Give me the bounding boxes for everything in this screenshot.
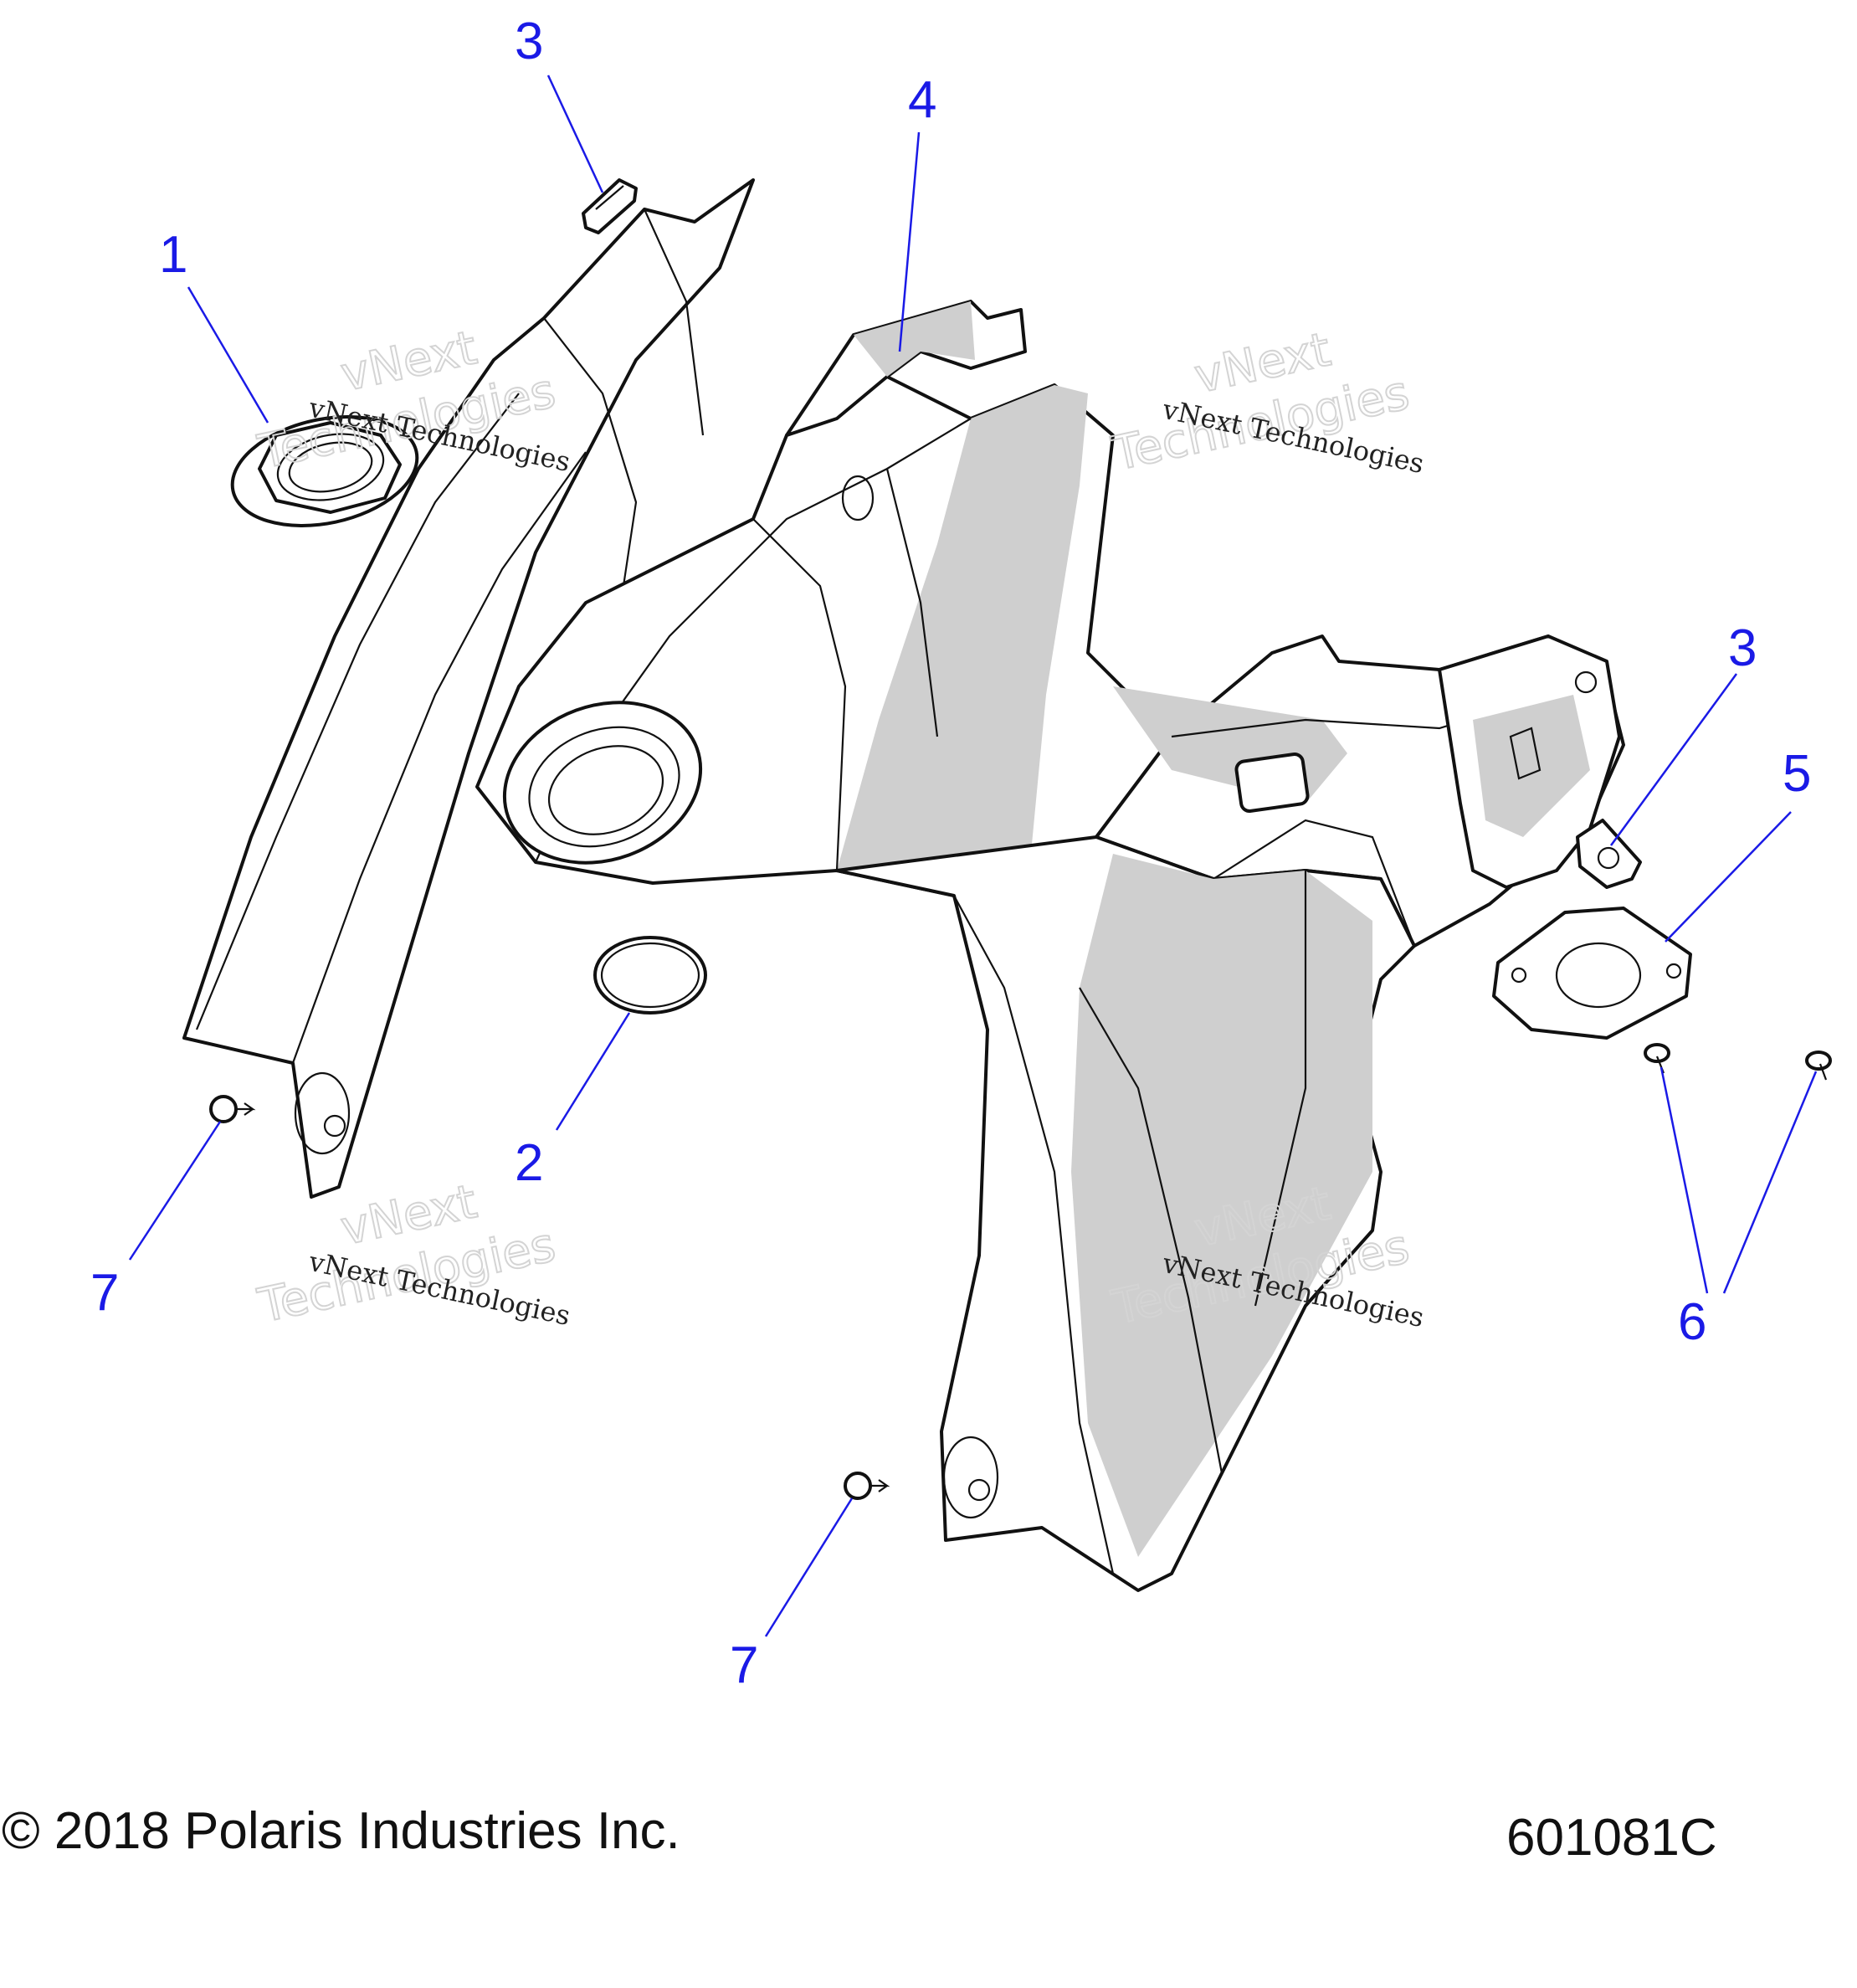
callout-2: 2 (515, 1134, 543, 1192)
part-7-rivet-left (209, 1095, 256, 1123)
part-3-clip-top (582, 178, 638, 234)
part-3-clip-right (1576, 819, 1642, 889)
watermark-top-right: vNext Technologies vNext Technologies (1106, 321, 1427, 482)
part-6-screw-b (1805, 1051, 1832, 1081)
part-7-rivet-bottom (844, 1472, 890, 1500)
callout-5: 5 (1783, 745, 1811, 803)
part-2-o-ring (593, 936, 707, 1015)
part-5-grommet-plate (1492, 907, 1692, 1040)
part-6-screw-a (1644, 1043, 1670, 1074)
main-console-panel (182, 178, 1625, 1592)
callout-1: 1 (159, 226, 187, 284)
callout-7-bottom: 7 (730, 1636, 758, 1694)
callouts: 1 2 3 3 4 5 6 7 7 (90, 13, 1811, 1694)
callout-4: 4 (908, 71, 936, 129)
diagram-code: 601081C (1506, 1809, 1717, 1867)
watermark-bottom-left: vNext Technologies vNext Technologies (253, 1174, 573, 1334)
callout-3-top: 3 (515, 13, 543, 70)
callout-7-left: 7 (90, 1264, 119, 1322)
callout-6: 6 (1678, 1293, 1706, 1351)
part-1-bezel (230, 415, 419, 527)
callout-3-right: 3 (1728, 619, 1757, 677)
leader-lines (128, 74, 1818, 1637)
copyright-text: © 2018 Polaris Industries Inc. (2, 1802, 680, 1860)
